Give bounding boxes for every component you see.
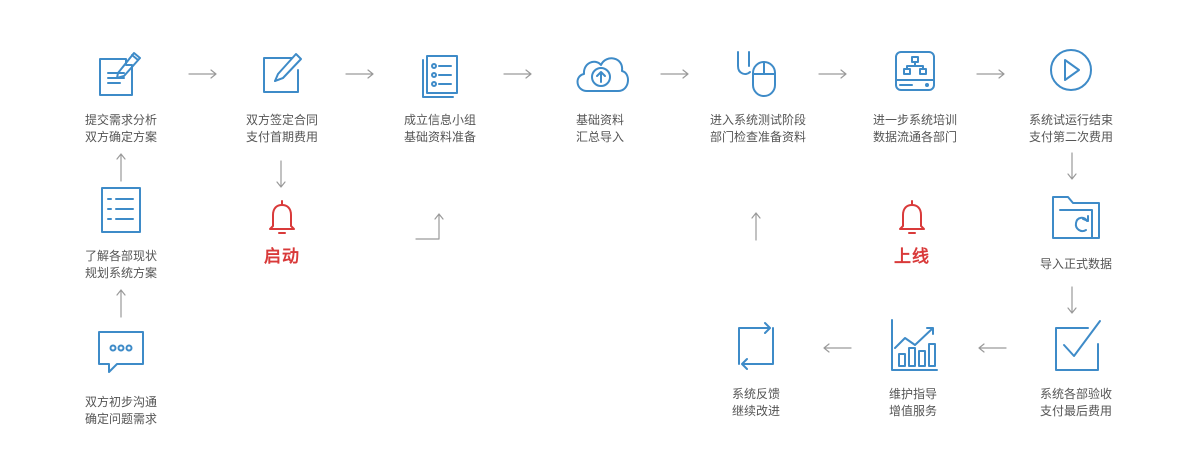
- step-label-line1: 维护指导: [888, 387, 937, 401]
- flow-arrow-right: [503, 66, 533, 82]
- step-label-line2: 双方确定方案: [84, 130, 157, 144]
- flow-arrow-down: [1064, 286, 1080, 316]
- step-understand-status: 了解各部现状规划系统方案: [51, 184, 191, 282]
- list-document-icon: [422, 55, 458, 98]
- step-label-line2: 增值服务: [888, 404, 937, 418]
- flow-arrow-right: [188, 66, 218, 82]
- flow-arrow-right: [976, 66, 1006, 82]
- step-label-line1: 成立信息小组: [403, 113, 476, 127]
- document-pen-icon: [99, 52, 141, 96]
- step-form-team: 成立信息小组基础资料准备: [370, 44, 510, 146]
- flow-arrow-up: [748, 211, 764, 241]
- step-sign-contract: 双方签定合同支付首期费用: [212, 44, 352, 146]
- step-label-line1: 了解各部现状: [84, 249, 157, 263]
- step-submit-requirements: 提交需求分析双方确定方案: [51, 44, 191, 146]
- step-label-line1: 基础资料: [575, 113, 624, 127]
- step-label-line2: 继续改进: [731, 404, 780, 418]
- step-feedback: 系统反馈继续改进: [686, 318, 826, 420]
- bar-chart-trend-icon: [891, 319, 938, 371]
- step-label-line2: 汇总导入: [575, 130, 624, 144]
- flow-arrow-right: [818, 66, 848, 82]
- flow-arrow-up: [113, 152, 129, 182]
- step-label-line2: 数据流通各部门: [872, 130, 957, 144]
- milestone-start: 启动: [242, 196, 322, 267]
- step-label-line2: 基础资料准备: [403, 130, 476, 144]
- mouse-icon: [737, 51, 776, 97]
- step-label-line1: 双方初步沟通: [84, 395, 157, 409]
- network-drive-icon: [895, 51, 935, 91]
- milestone-live: 上线: [872, 196, 952, 267]
- flow-arrow-corner-up: [415, 212, 447, 242]
- step-label-line2: 支付最后费用: [1039, 404, 1112, 418]
- step-system-testing: 进入系统测试阶段部门检查准备资料: [688, 44, 828, 146]
- step-label-line2: 支付首期费用: [245, 130, 318, 144]
- chat-bubble-icon: [98, 331, 144, 373]
- folder-refresh-icon: [1052, 196, 1100, 239]
- step-import-formal-data: 导入正式数据: [1006, 188, 1146, 273]
- step-label-line2: 支付第二次费用: [1028, 130, 1113, 144]
- step-initial-communication: 双方初步沟通确定问题需求: [51, 326, 191, 428]
- flow-arrow-right: [345, 66, 375, 82]
- checkbox-icon: [1055, 320, 1101, 371]
- step-import-data: 基础资料汇总导入: [530, 44, 670, 146]
- milestone-label: 上线: [894, 247, 930, 267]
- play-circle-icon: [1050, 49, 1092, 91]
- flow-arrow-up: [113, 288, 129, 318]
- step-label-line2: 部门检查准备资料: [709, 130, 806, 144]
- cycle-arrows-icon: [738, 322, 774, 370]
- step-label-line1: 系统各部验收: [1039, 387, 1112, 401]
- step-label-line1: 进一步系统培训: [872, 113, 957, 127]
- flow-arrow-right: [660, 66, 690, 82]
- bell-icon: [899, 200, 925, 234]
- flow-arrow-down: [1064, 152, 1080, 182]
- step-label-line2: 确定问题需求: [84, 412, 157, 426]
- step-acceptance: 系统各部验收支付最后费用: [1006, 318, 1146, 420]
- step-label-line1: 进入系统测试阶段: [709, 113, 806, 127]
- step-maintenance: 维护指导增值服务: [843, 318, 983, 420]
- flow-arrow-down: [273, 160, 289, 190]
- milestone-label: 启动: [264, 247, 300, 267]
- bell-icon: [269, 200, 295, 234]
- step-trial-run-complete: 系统试运行结束支付第二次费用: [1001, 44, 1141, 146]
- contract-sign-icon: [263, 53, 302, 93]
- step-label-line1: 双方签定合同: [245, 113, 318, 127]
- step-label-line2: 规划系统方案: [84, 266, 157, 280]
- step-label-line1: 提交需求分析: [84, 113, 157, 127]
- flow-arrow-left: [977, 340, 1007, 356]
- step-label-line1: 导入正式数据: [1039, 257, 1112, 271]
- step-further-training: 进一步系统培训数据流通各部门: [845, 44, 985, 146]
- flow-arrow-left: [822, 340, 852, 356]
- step-label-line1: 系统反馈: [731, 387, 780, 401]
- cloud-upload-icon: [576, 57, 629, 92]
- checklist-icon: [101, 187, 141, 233]
- step-label-line1: 系统试运行结束: [1028, 113, 1113, 127]
